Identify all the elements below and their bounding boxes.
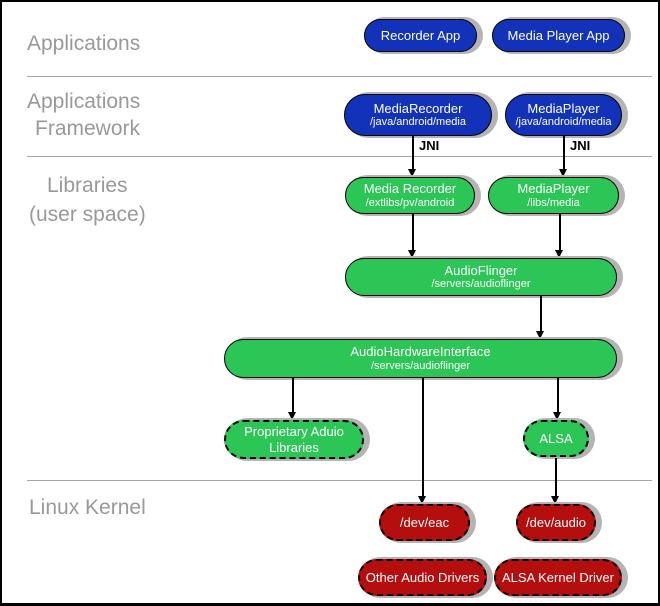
node-dev-eac: /dev/eac xyxy=(379,504,470,541)
node-subtitle: /extlibs/pv/android xyxy=(365,196,455,209)
node-subtitle: /libs/media xyxy=(527,196,580,209)
layer-label-applications: Applications xyxy=(27,30,140,57)
arrowhead-down-icon xyxy=(553,412,561,420)
node-alsa-kernel-driver: ALSA Kernel Driver xyxy=(494,559,622,596)
layer-label-applications-framework: Applications Framework xyxy=(27,88,140,142)
arrowhead-down-icon xyxy=(408,169,416,177)
node-other-audio-drivers: Other Audio Drivers xyxy=(358,559,487,596)
layer-label-line: Applications xyxy=(27,90,141,113)
connector-alsa-to-dev-audio xyxy=(555,458,557,497)
arrowhead-down-icon xyxy=(536,331,544,339)
connector-hwinterface-to-alsa xyxy=(557,378,559,413)
connector-mediaplayer-to-audioflinger xyxy=(559,214,561,251)
layer-label-libraries: Libraries (user space) xyxy=(29,171,146,229)
layer-label-linux-kernel: Linux Kernel xyxy=(29,494,146,521)
node-title: Recorder App xyxy=(380,27,461,43)
connector-mediarecorder-to-audioflinger xyxy=(412,214,414,251)
layer-label-line: Framework xyxy=(35,117,141,140)
node-title: MediaPlayer xyxy=(527,100,600,116)
node-title: Media Player App xyxy=(507,27,610,43)
node-title: AudioHardwareInterface xyxy=(350,344,491,360)
node-title-line2: Libraries xyxy=(269,439,319,455)
node-subtitle: /java/android/media xyxy=(369,116,466,129)
connector-audioflinger-to-hwinterface xyxy=(540,296,542,332)
node-media-player-app: Media Player App xyxy=(492,19,625,52)
node-audiohardwareinterface: AudioHardwareInterface /servers/audiofli… xyxy=(224,339,617,378)
layer-label-line: Linux Kernel xyxy=(29,496,146,519)
node-title: Proprietary Aduio xyxy=(244,423,344,439)
node-audioflinger: AudioFlinger /servers/audioflinger xyxy=(345,258,617,296)
node-proprietary-audio-libraries: Proprietary Aduio Libraries xyxy=(224,420,364,459)
node-title: /dev/audio xyxy=(526,514,586,530)
node-subtitle: /java/android/media xyxy=(515,116,612,129)
connector-jni-mediaplayer xyxy=(563,136,565,170)
node-title: MediaPlayer xyxy=(517,181,590,197)
layer-divider xyxy=(27,76,652,77)
connector-jni-mediarecorder xyxy=(412,136,414,170)
layer-divider xyxy=(27,156,652,157)
node-media-recorder-lib: Media Recorder /extlibs/pv/android xyxy=(345,177,475,214)
node-mediarecorder-framework: MediaRecorder /java/android/media xyxy=(344,94,492,136)
node-title: Media Recorder xyxy=(363,181,457,197)
layer-label-line: Libraries xyxy=(47,174,128,197)
connector-label-jni: JNI xyxy=(570,138,591,153)
node-recorder-app: Recorder App xyxy=(364,19,477,52)
arrowhead-down-icon xyxy=(555,250,563,258)
layer-divider xyxy=(27,480,652,481)
node-title: ALSA Kernel Driver xyxy=(502,569,614,585)
connector-hwinterface-to-proprietary xyxy=(292,378,294,413)
node-mediaplayer-lib: MediaPlayer /libs/media xyxy=(488,177,619,214)
connector-label-jni: JNI xyxy=(419,138,440,153)
node-alsa: ALSA xyxy=(523,420,589,457)
node-subtitle: /servers/audioflinger xyxy=(370,359,471,372)
connector-hwinterface-to-dev-eac xyxy=(422,378,424,497)
node-mediaplayer-framework: MediaPlayer /java/android/media xyxy=(505,94,622,136)
arrowhead-down-icon xyxy=(288,412,296,420)
node-title: Other Audio Drivers xyxy=(365,569,480,585)
arrowhead-down-icon xyxy=(418,496,426,504)
node-title: AudioFlinger xyxy=(444,262,518,278)
arrowhead-down-icon xyxy=(559,169,567,177)
layer-label-line: (user space) xyxy=(29,203,146,226)
node-dev-audio: /dev/audio xyxy=(516,504,596,541)
node-title: MediaRecorder xyxy=(373,100,463,116)
arrowhead-down-icon xyxy=(551,496,559,504)
arrowhead-down-icon xyxy=(408,250,416,258)
node-title: /dev/eac xyxy=(399,514,450,530)
layer-label-line: Applications xyxy=(27,32,141,55)
node-title: ALSA xyxy=(539,430,573,446)
node-subtitle: /servers/audioflinger xyxy=(431,278,531,291)
